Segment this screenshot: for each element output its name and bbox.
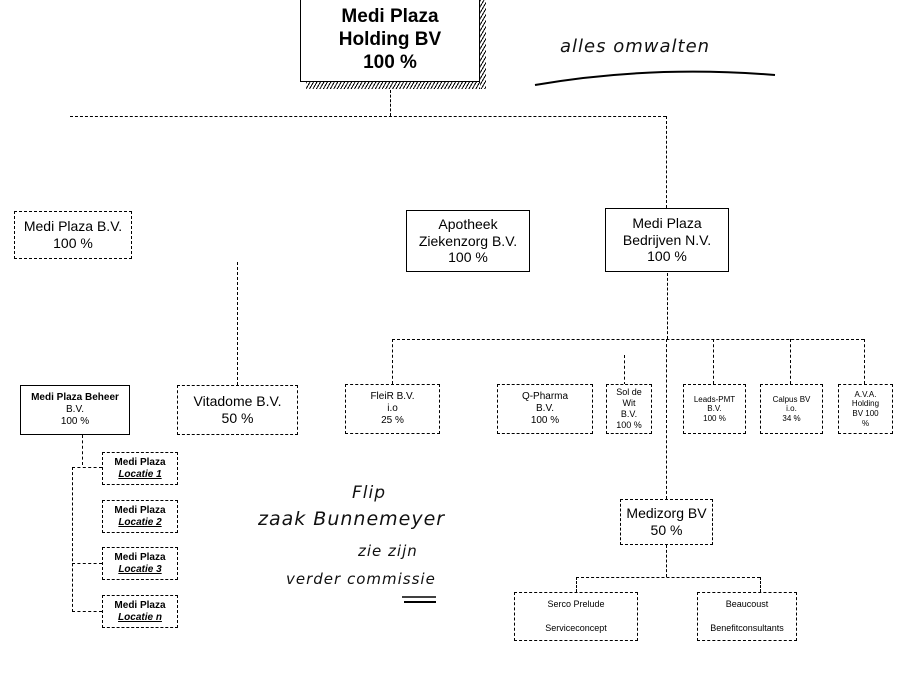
box-name: Medi Plaza B.V. <box>23 218 123 235</box>
location-box: Medi Plaza Locatie 2 <box>102 500 178 533</box>
connector <box>82 435 83 465</box>
holding-box: Medi Plaza Holding BV 100 % <box>300 0 480 82</box>
ava-box: A.V.A. Holding BV 100 % <box>838 384 893 434</box>
box-name-3: B.V. <box>620 409 638 419</box>
box-name-2: Wit <box>622 398 636 409</box>
box-pct: 100 % <box>60 416 90 427</box>
box-name: Vitadome B.V. <box>193 393 282 410</box>
connector <box>390 90 391 116</box>
box-name: Sol de <box>616 387 642 398</box>
box-pct: 100 % <box>448 249 488 266</box>
location-name: Medi Plaza <box>114 599 166 611</box>
box-name-2: B.V. <box>707 404 722 414</box>
box-name: Medi Plaza <box>632 214 702 231</box>
connector <box>666 116 667 208</box>
box-name-2: Ziekenzorg B.V. <box>418 232 518 249</box>
location-label: Locatie 3 <box>118 563 162 575</box>
box-name: Apotheek <box>438 215 498 232</box>
box-pct: 100 % <box>53 235 93 251</box>
beaucoust-box: Beaucoust Benefitconsultants <box>697 592 797 641</box>
bedrijven-box: Medi Plaza Bedrijven N.V. 100 % <box>605 208 729 272</box>
connector <box>576 577 760 578</box>
fleir-box: FleiR B.V. i.o 25 % <box>345 384 440 434</box>
box-name-2: i.o <box>387 403 398 414</box>
box-name-2: B.V. <box>536 403 554 414</box>
shadow-hatch <box>306 82 486 89</box>
sol-de-wit-box: Sol de Wit B.V. 100 % <box>606 384 652 434</box>
box-name: Beaucoust <box>725 599 769 610</box>
box-pct: 50 % <box>650 522 683 538</box>
serco-box: Serco Prelude Serviceconcept <box>514 592 638 641</box>
connector <box>392 339 393 384</box>
connector <box>667 273 668 339</box>
connector <box>72 467 73 612</box>
box-name: Medizorg BV <box>626 505 707 522</box>
connector <box>237 262 238 385</box>
medi-plaza-bv-box: Medi Plaza B.V. 100 % <box>14 211 132 259</box>
handwritten-underline <box>402 596 436 603</box>
box-name-2: Bedrijven N.V. <box>622 231 712 248</box>
connector <box>72 467 102 468</box>
connector <box>666 339 667 499</box>
box-pct: % <box>861 418 870 428</box>
location-box: Medi Plaza Locatie n <box>102 595 178 628</box>
box-name-3: BV 100 <box>852 409 879 418</box>
box-name: Q-Pharma <box>521 391 569 402</box>
leads-box: Leads-PMT B.V. 100 % <box>683 384 746 434</box>
location-label: Locatie n <box>118 611 162 623</box>
connector <box>392 339 864 340</box>
holding-name-2: Holding BV <box>338 29 442 51</box>
connector <box>666 545 667 577</box>
box-pct: 100 % <box>530 415 560 426</box>
box-name-2: i.o. <box>786 404 797 414</box>
connector <box>713 339 714 384</box>
box-pct: 100 % <box>703 413 726 423</box>
handwritten-underline <box>534 70 776 86</box>
connector <box>576 577 577 592</box>
location-box: Medi Plaza Locatie 1 <box>102 452 178 485</box>
box-pct: 100 % <box>647 248 687 265</box>
box-pct: 25 % <box>381 415 404 426</box>
location-label: Locatie 2 <box>118 516 162 528</box>
location-label: Locatie 1 <box>118 468 162 480</box>
location-name: Medi Plaza <box>114 504 166 516</box>
box-pct: 100 % <box>616 419 642 430</box>
box-name: FleiR B.V. <box>370 391 415 402</box>
vitadome-box: Vitadome B.V. 50 % <box>177 385 298 435</box>
apotheek-box: Apotheek Ziekenzorg B.V. 100 % <box>406 210 530 272</box>
connector <box>70 116 666 117</box>
location-name: Medi Plaza <box>114 551 166 563</box>
box-name: Leads-PMT <box>693 394 736 404</box>
connector <box>72 563 102 564</box>
connector <box>624 355 625 385</box>
handwritten-note-top: alles omwalten <box>560 36 711 57</box>
box-name: A.V.A. <box>854 389 877 399</box>
holding-pct: 100 % <box>363 51 417 73</box>
shadow-hatch <box>480 0 486 89</box>
connector <box>790 339 791 384</box>
box-name-2: B.V. <box>66 404 84 415</box>
beheer-box: Medi Plaza Beheer B.V. 100 % <box>20 385 130 435</box>
box-pct: 50 % <box>221 410 254 426</box>
box-name: Serco Prelude <box>547 599 605 610</box>
box-name-2: Serviceconcept <box>545 622 607 633</box>
medizorg-box: Medizorg BV 50 % <box>620 499 713 545</box>
location-box: Medi Plaza Locatie 3 <box>102 547 178 580</box>
qpharma-box: Q-Pharma B.V. 100 % <box>497 384 593 434</box>
calpus-box: Calpus BV i.o. 34 % <box>760 384 823 434</box>
location-name: Medi Plaza <box>114 456 166 468</box>
box-pct: 34 % <box>782 413 801 423</box>
box-name: Medi Plaza Beheer <box>31 392 119 403</box>
connector <box>864 339 865 384</box>
box-name-2: Holding <box>851 399 880 409</box>
handwritten-note-line: zaak Bunnemeyer <box>258 508 446 530</box>
handwritten-note-line: zie zijn <box>358 542 418 560</box>
handwritten-note-line: Flip <box>352 483 387 503</box>
connector <box>760 577 761 592</box>
box-name: Calpus BV <box>772 394 811 404</box>
holding-name: Medi Plaza <box>341 6 439 28</box>
box-name-2: Benefitconsultants <box>710 622 784 633</box>
connector <box>72 611 102 612</box>
handwritten-note-line: verder commissie <box>286 570 436 588</box>
